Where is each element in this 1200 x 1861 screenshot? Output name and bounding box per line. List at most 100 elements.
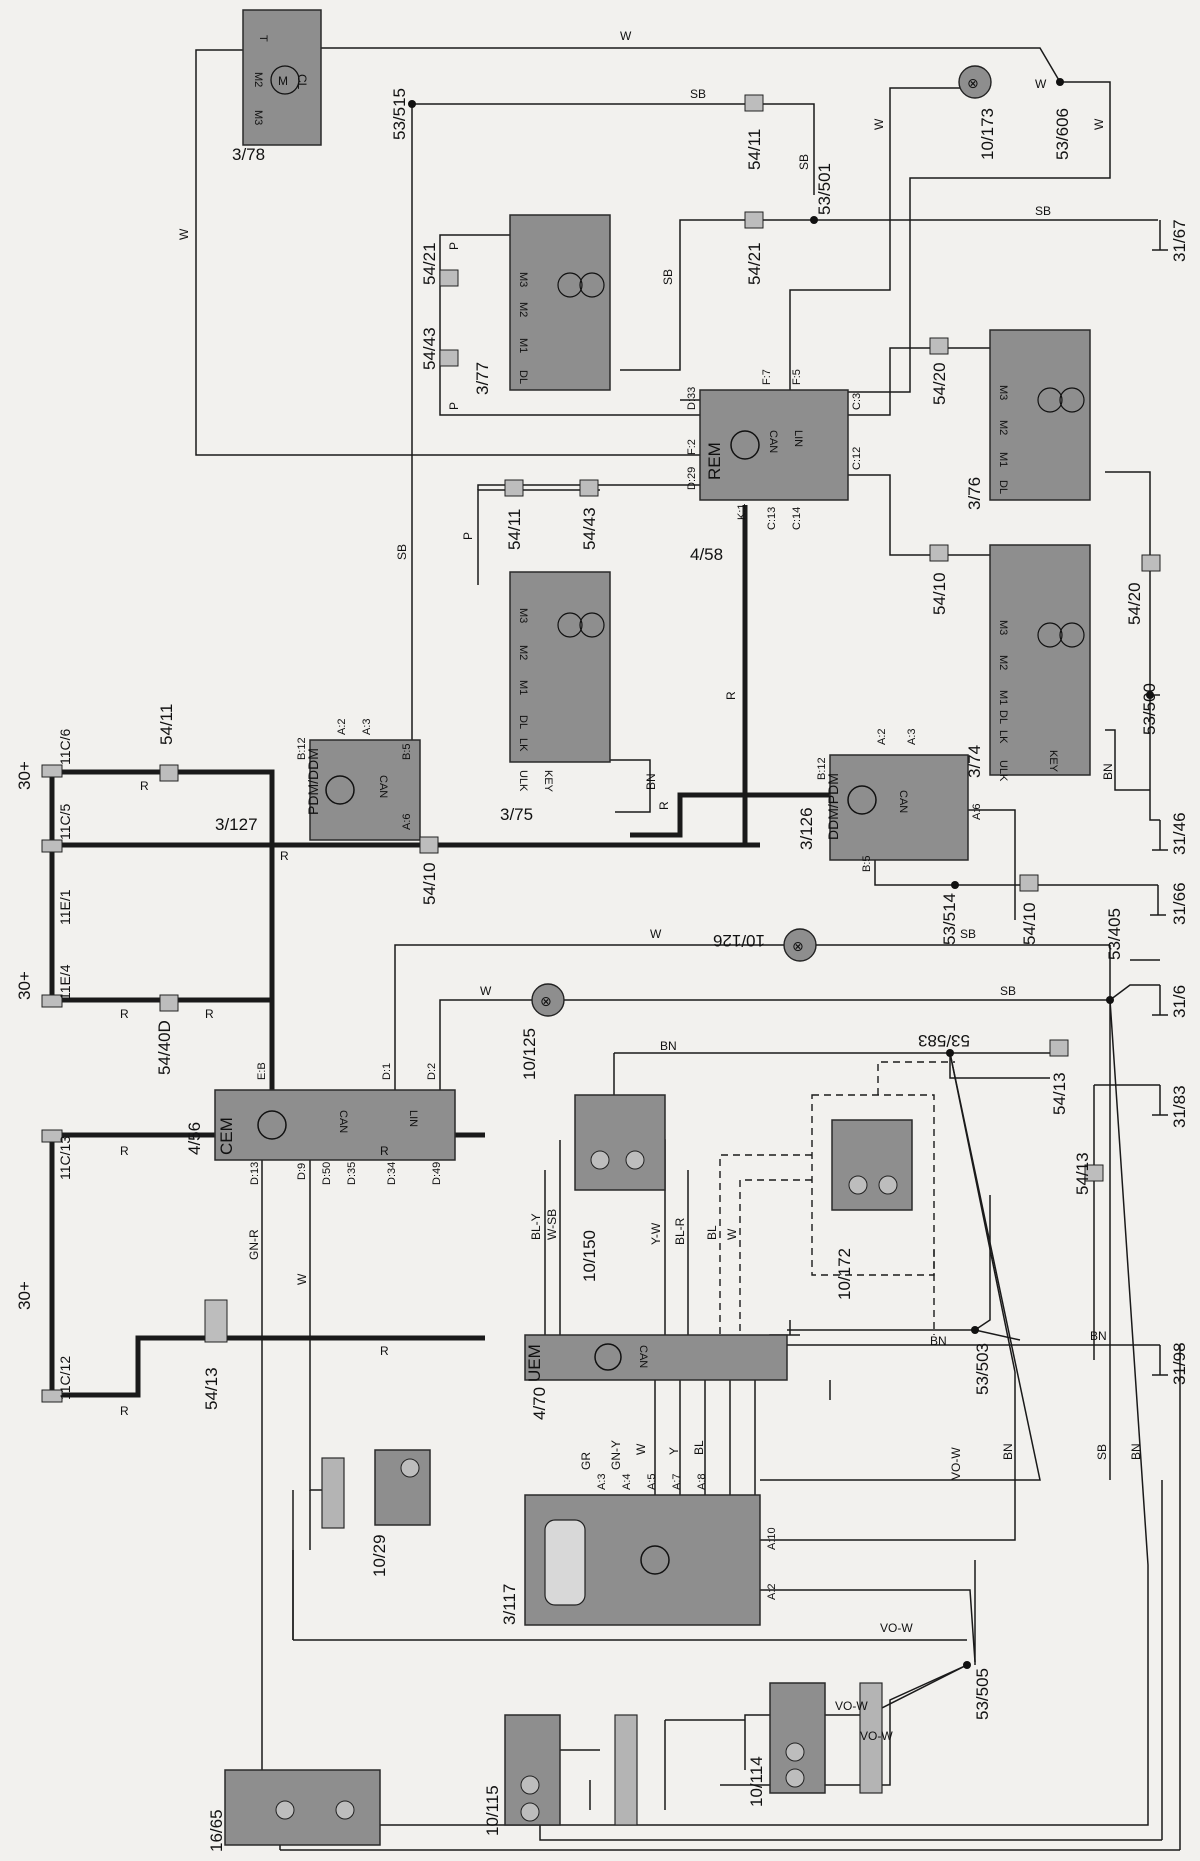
switch-10-114: 10/114 [747, 1682, 883, 1807]
svg-text:D:49: D:49 [431, 1162, 443, 1185]
svg-text:⊗: ⊗ [540, 993, 552, 1009]
svg-text:31/6: 31/6 [1170, 985, 1189, 1018]
svg-text:10/29: 10/29 [370, 1534, 389, 1577]
module-ddm-pdm: DDM/PDM CAN 3/126 [797, 754, 969, 861]
svg-text:R: R [120, 1007, 129, 1021]
svg-text:54/21: 54/21 [420, 242, 439, 285]
svg-text:T: T [257, 35, 269, 42]
svg-text:CAN: CAN [897, 790, 909, 813]
svg-text:DL: DL [517, 370, 529, 384]
svg-text:54/10: 54/10 [930, 572, 949, 615]
svg-text:M3: M3 [517, 608, 529, 623]
svg-text:LIN: LIN [792, 430, 804, 447]
svg-text:D:34: D:34 [386, 1162, 398, 1185]
svg-text:A:6: A:6 [971, 803, 983, 820]
svg-text:54/11: 54/11 [505, 509, 524, 550]
svg-text:54/10: 54/10 [420, 862, 439, 905]
svg-text:D:1: D:1 [381, 1063, 393, 1080]
svg-text:LIN: LIN [407, 1110, 419, 1127]
svg-text:3/76: 3/76 [965, 477, 984, 510]
svg-text:10/115: 10/115 [483, 1785, 502, 1836]
svg-text:M3: M3 [252, 110, 264, 125]
svg-text:A:5: A:5 [646, 1473, 658, 1490]
svg-text:LK: LK [517, 738, 529, 752]
svg-text:10/125: 10/125 [520, 1028, 539, 1080]
svg-text:A:10: A:10 [766, 1527, 778, 1550]
svg-text:54/20: 54/20 [1125, 582, 1144, 625]
svg-text:D:29: D:29 [686, 467, 698, 490]
svg-text:M2: M2 [997, 655, 1009, 670]
svg-text:M2: M2 [517, 645, 529, 660]
svg-text:W: W [1035, 77, 1047, 91]
svg-text:53/606: 53/606 [1053, 108, 1072, 160]
svg-text:31/66: 31/66 [1170, 882, 1189, 925]
svg-text:W: W [177, 228, 191, 240]
svg-text:PDM/DDM: PDM/DDM [305, 748, 321, 815]
svg-text:54/13: 54/13 [1050, 1072, 1069, 1115]
label-3-78: 3/78 [232, 145, 265, 164]
svg-text:M1: M1 [997, 452, 1009, 467]
svg-text:K:1: K:1 [736, 503, 748, 520]
svg-text:10/172: 10/172 [835, 1248, 854, 1300]
optional-equipment-wiring [719, 1061, 955, 1335]
svg-text:3/126: 3/126 [797, 807, 816, 850]
svg-text:D:2: D:2 [426, 1063, 438, 1080]
svg-text:M1: M1 [997, 690, 1009, 705]
svg-text:M1: M1 [517, 338, 529, 353]
svg-text:M1: M1 [517, 680, 529, 695]
svg-text:53/515: 53/515 [390, 88, 409, 140]
svg-text:SB: SB [395, 544, 409, 560]
svg-text:54/43: 54/43 [580, 507, 599, 550]
svg-text:10/173: 10/173 [978, 108, 997, 160]
svg-text:CAN: CAN [337, 1110, 349, 1133]
svg-text:C:12: C:12 [851, 447, 863, 470]
svg-text:53/505: 53/505 [973, 1668, 992, 1720]
svg-text:10/114: 10/114 [747, 1756, 766, 1807]
svg-text:53/500: 53/500 [1140, 683, 1159, 735]
component-3-75: M3 M2 M1 DL LK ULK KEY 3/75 [500, 571, 611, 824]
svg-text:E:B: E:B [256, 1062, 268, 1080]
svg-text:30+: 30+ [15, 971, 34, 1000]
svg-text:BN: BN [1101, 763, 1115, 780]
svg-text:W-SB: W-SB [545, 1209, 559, 1240]
svg-text:30+: 30+ [15, 1281, 34, 1310]
svg-text:W: W [480, 984, 492, 998]
svg-text:BL-Y: BL-Y [529, 1213, 543, 1240]
svg-text:DL: DL [997, 480, 1009, 494]
svg-text:⊗: ⊗ [792, 938, 804, 954]
svg-text:A:4: A:4 [621, 1473, 633, 1490]
svg-text:54/13: 54/13 [1073, 1152, 1092, 1195]
svg-text:C:13: C:13 [766, 507, 778, 530]
svg-text:R: R [120, 1404, 129, 1418]
svg-text:SB: SB [661, 269, 675, 285]
svg-text:11E/1: 11E/1 [57, 889, 73, 925]
svg-text:VO-W: VO-W [880, 1621, 913, 1635]
svg-text:ULK: ULK [517, 770, 529, 792]
svg-text:BL: BL [692, 1440, 706, 1455]
svg-text:W: W [634, 1443, 648, 1455]
svg-text:CAN: CAN [377, 775, 389, 798]
svg-text:A:8: A:8 [696, 1473, 708, 1490]
svg-text:A:3: A:3 [361, 718, 373, 735]
svg-text:BN: BN [1090, 1329, 1107, 1343]
svg-text:VO-W: VO-W [949, 1447, 963, 1480]
svg-text:31/98: 31/98 [1170, 1342, 1189, 1385]
module-rem: REM CAN LIN 4/58 [690, 389, 849, 564]
svg-text:D:13: D:13 [249, 1162, 261, 1185]
module-cem: CEM CAN LIN 4/56 [185, 1089, 456, 1161]
svg-text:SB: SB [1095, 1444, 1109, 1460]
svg-text:R: R [724, 691, 738, 700]
component-3-77: M3 M2 M1 DL 3/77 [473, 214, 611, 395]
svg-text:A:6: A:6 [401, 813, 413, 830]
svg-text:54/21: 54/21 [745, 242, 764, 285]
lamp-10-126: ⊗ 10/126 [713, 928, 817, 962]
svg-text:GR: GR [579, 1452, 593, 1470]
svg-text:53/514: 53/514 [940, 893, 959, 945]
module-16-65: 16/65 [207, 1769, 381, 1852]
svg-text:KEY: KEY [542, 770, 554, 793]
svg-text:F:2: F:2 [686, 439, 698, 455]
svg-text:R: R [140, 779, 149, 793]
svg-text:REM: REM [705, 442, 724, 480]
svg-text:BL: BL [705, 1225, 719, 1240]
